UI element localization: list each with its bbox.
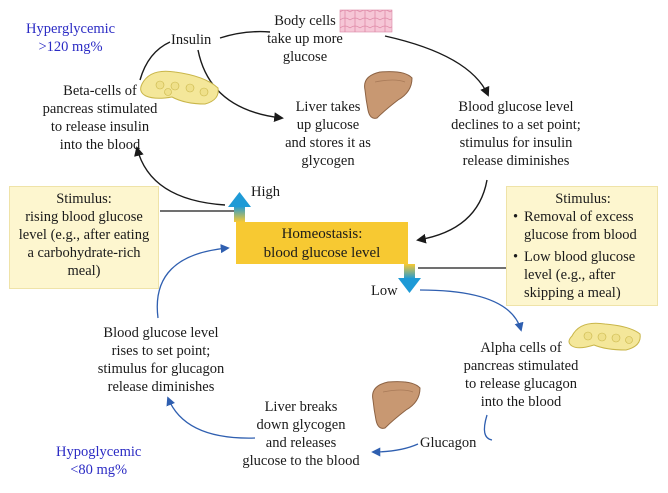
stimulus-low-item: Low blood glucose level (e.g., after ski… bbox=[513, 248, 653, 302]
liver-breaks-line: and releases bbox=[265, 435, 337, 451]
liver-top-icon bbox=[364, 71, 413, 119]
arrow-rises-to-homeostasis bbox=[156, 244, 230, 319]
hyperglycemic-label: Hyperglycemic >120 mg% bbox=[26, 20, 115, 56]
liver-breaks-line: down glycogen bbox=[256, 417, 346, 433]
liver-takes-line: up glucose bbox=[296, 117, 360, 133]
liver-bottom-icon bbox=[372, 381, 421, 429]
blood-declines-line: stimulus for insulin bbox=[459, 135, 573, 151]
hyperglycemic-title: Hyperglycemic bbox=[26, 21, 116, 37]
blood-rises-line: release diminishes bbox=[107, 379, 215, 395]
stimulus-high-line: rising blood glucose bbox=[25, 209, 143, 225]
body-cells-text: Body cells take up more glucose bbox=[262, 12, 348, 66]
liver-takes-text: Liver takes up glucose and stores it as … bbox=[278, 98, 378, 170]
arrow-alpha-to-glucagon bbox=[483, 414, 493, 441]
low-arrow bbox=[398, 264, 421, 293]
alpha-cells-line: to release glucagon bbox=[465, 376, 577, 392]
pancreas-top-icon bbox=[140, 70, 219, 105]
stimulus-low-line: level (e.g., after bbox=[524, 267, 616, 283]
liver-takes-line: glycogen bbox=[301, 153, 355, 169]
liver-takes-line: and stores it as bbox=[285, 135, 371, 151]
stimulus-high-line: level (e.g., after eating bbox=[18, 227, 150, 243]
homeostasis-title: Homeostasis: bbox=[281, 226, 363, 242]
stimulus-high-box: Stimulus: rising blood glucose level (e.… bbox=[9, 186, 159, 289]
stimulus-low-title: Stimulus: bbox=[555, 191, 611, 207]
blood-rises-text: Blood glucose level rises to set point; … bbox=[76, 324, 246, 396]
hypoglycemic-title: Hypoglycemic bbox=[56, 444, 142, 460]
insulin-label: Insulin bbox=[171, 32, 212, 48]
stimulus-low-line: skipping a meal) bbox=[524, 285, 621, 301]
body-cells-image bbox=[339, 9, 393, 33]
arrow-bodycells-to-decline bbox=[384, 35, 490, 97]
hypoglycemic-value: <80 mg% bbox=[70, 462, 128, 478]
stimulus-low-box: Stimulus: Removal of excess glucose from… bbox=[506, 186, 658, 306]
arrow-decline-to-homeostasis bbox=[416, 179, 488, 244]
stimulus-high-line: meal) bbox=[67, 263, 101, 279]
homeostasis-box: Homeostasis: blood glucose level bbox=[236, 222, 408, 264]
high-label: High bbox=[251, 184, 280, 200]
blood-declines-line: release diminishes bbox=[462, 153, 570, 169]
hyperglycemic-value: >120 mg% bbox=[38, 39, 103, 55]
glucagon-label: Glucagon bbox=[420, 435, 477, 451]
beta-cells-line: Beta-cells of bbox=[63, 83, 137, 99]
hypoglycemic-label: Hypoglycemic <80 mg% bbox=[56, 443, 141, 479]
arrow-insulin-to-bodycells bbox=[219, 30, 271, 39]
body-cells-line: take up more bbox=[267, 31, 343, 47]
high-arrow bbox=[228, 192, 251, 222]
liver-takes-line: Liver takes bbox=[295, 99, 361, 115]
alpha-cells-line: pancreas stimulated bbox=[463, 358, 579, 374]
arrow-insulin-to-liver bbox=[197, 49, 284, 123]
blood-declines-line: Blood glucose level bbox=[458, 99, 574, 115]
beta-cells-text: Beta-cells of pancreas stimulated to rel… bbox=[25, 82, 175, 154]
stimulus-high-line: a carbohydrate-rich bbox=[27, 245, 141, 261]
stimulus-low-item: Removal of excess glucose from blood bbox=[513, 208, 653, 244]
blood-rises-line: rises to set point; bbox=[111, 343, 211, 359]
stimulus-low-line: Removal of excess bbox=[524, 209, 634, 225]
low-label: Low bbox=[371, 283, 398, 299]
blood-declines-line: declines to a set point; bbox=[451, 117, 581, 133]
arrow-liver-to-rises bbox=[166, 396, 256, 439]
pancreas-bottom-icon bbox=[568, 322, 641, 351]
body-cells-line: Body cells bbox=[274, 13, 336, 29]
body-cells-line: glucose bbox=[282, 49, 328, 65]
stimulus-low-line: glucose from blood bbox=[524, 227, 637, 243]
stimulus-low-line: Low blood glucose bbox=[524, 249, 636, 265]
liver-breaks-line: glucose to the blood bbox=[242, 453, 360, 469]
beta-cells-line: into the blood bbox=[59, 137, 141, 153]
liver-breaks-line: Liver breaks bbox=[264, 399, 338, 415]
arrow-high-to-beta bbox=[134, 146, 226, 206]
beta-cells-line: to release insulin bbox=[50, 119, 150, 135]
blood-declines-text: Blood glucose level declines to a set po… bbox=[436, 98, 596, 170]
blood-rises-line: Blood glucose level bbox=[103, 325, 219, 341]
stimulus-high-title: Stimulus: bbox=[56, 191, 112, 207]
arrow-beta-to-insulin bbox=[139, 41, 171, 81]
alpha-cells-line: Alpha cells of bbox=[480, 340, 562, 356]
beta-cells-line: pancreas stimulated bbox=[42, 101, 158, 117]
alpha-cells-line: into the blood bbox=[480, 394, 562, 410]
stimulus-low-list: Removal of excess glucose from blood Low… bbox=[513, 208, 653, 302]
blood-rises-line: stimulus for glucagon bbox=[97, 361, 225, 377]
liver-breaks-text: Liver breaks down glycogen and releases … bbox=[226, 398, 376, 470]
arrow-low-to-alpha bbox=[419, 289, 524, 332]
homeostasis-subtitle: blood glucose level bbox=[263, 245, 381, 261]
alpha-cells-text: Alpha cells of pancreas stimulated to re… bbox=[451, 339, 591, 411]
arrow-glucagon-to-liver bbox=[371, 443, 419, 457]
